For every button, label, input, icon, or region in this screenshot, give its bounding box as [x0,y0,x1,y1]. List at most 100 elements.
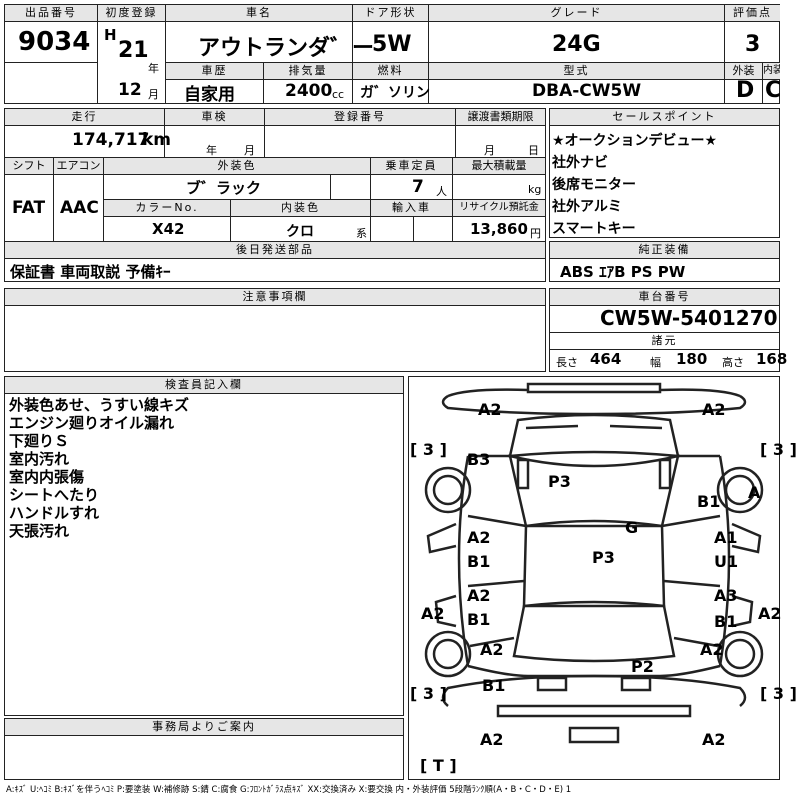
damage-mark: A1 [714,528,738,547]
score-label: 評価点 [725,5,780,22]
inspector-note: 室内内張傷 [9,468,85,486]
damage-mark: [ 3 ] [760,440,797,459]
inspection-year-unit: 年 [206,144,217,157]
max-load-unit: kg [528,183,542,196]
capacity-unit: 人 [436,185,447,198]
door-label: ドア形状 [353,5,428,22]
damage-mark: A2 [467,586,491,605]
damage-mark: B1 [697,492,721,511]
damage-mark: A2 [702,400,726,419]
exterior-color-label: 外装色 [104,158,370,175]
capacity: 7 [412,177,424,197]
sales-points-block [549,108,780,238]
recycle-unit: 円 [530,227,541,240]
damage-mark: A2 [700,640,724,659]
damage-mark: G [625,518,639,537]
damage-diagram [408,376,780,780]
registration-month: 12 [118,80,142,100]
mileage: 174,717 [72,130,150,150]
inspector-block [4,376,404,716]
damage-mark: B1 [714,612,738,631]
inspection-label: 車検 [165,109,264,126]
damage-mark: P2 [631,657,654,676]
legend: A:ｷｽﾞ U:ﾍｺﾐ B:ｷｽﾞを伴うﾍｺﾐ P:要塗装 W:補修跡 S:錆 … [6,785,572,795]
interior-color: クロ [286,224,314,240]
damage-mark: [ 3 ] [410,440,447,459]
inspector-note: 外装色あせ、うすい線キズ [9,396,190,414]
damage-mark: A2 [478,400,502,419]
recycle-fee: 13,860 [470,220,528,238]
damage-mark: [ T ] [420,756,457,775]
interior-color-label: 内装色 [231,200,370,217]
interior-grade-label: 内装 [763,63,780,80]
equipment: ABS ｴｱB PS PW [560,263,686,281]
year-unit: 年 [148,62,159,75]
fuel-label: 燃料 [353,63,428,80]
inspector-note: 下廻りＳ [9,432,70,450]
model-code: DBA-CW5W [532,81,642,101]
car-name-label: 車名 [166,5,352,22]
sales-point: 後席モニター [552,177,636,193]
sales-points-list: ★オークションデビュー★ 社外ナビ 後席モニター 社外アルミ スマートキー [552,130,717,240]
aircon: AAC [60,198,99,218]
mileage-unit: km [142,130,172,150]
later-parts-label: 後日発送部品 [5,242,545,259]
displacement-label: 排気量 [264,63,352,80]
equipment-label: 純正装備 [550,242,779,259]
caution-label: 注意事項欄 [5,289,545,306]
sales-points-label: セールスポイント [550,109,779,126]
equipment-block [549,241,780,282]
length-label: 長さ [556,356,578,369]
length: 464 [590,350,622,368]
damage-mark: [ 3 ] [410,684,447,703]
deadline-month-unit: 月 [484,144,495,157]
month-unit: 月 [148,88,159,101]
damage-mark: B1 [467,610,491,629]
damage-mark: P3 [548,472,571,491]
damage-mark: B3 [467,450,491,469]
chassis-number: CW5W-5401270 [600,306,778,330]
displacement: 2400 [285,81,333,101]
damage-mark: A2 [758,604,782,623]
registration-year: 21 [118,38,149,63]
exterior-grade: D [736,78,755,103]
damage-mark: A3 [714,586,738,605]
inspector-note: エンジン廻りオイル漏れ [9,414,175,432]
sales-point: 社外アルミ [552,199,622,215]
mileage-label: 走行 [5,109,164,126]
fuel: ガ゛ソリン [360,85,430,101]
damage-mark: [ 3 ] [760,684,797,703]
import-label: 輸入車 [371,200,452,217]
inspector-note: ハンドルすれ [9,504,100,522]
damage-mark: A2 [480,640,504,659]
inspector-note: シートへたり [9,486,100,504]
registration-number-label: 登録番号 [265,109,455,126]
aircon-label: エアコン [54,158,103,175]
damage-mark: A2 [467,528,491,547]
first-registration-label: 初度登録 [98,5,165,22]
shift: FAT [12,198,46,218]
width: 180 [676,350,708,368]
interior-grade: C [765,78,782,103]
exterior-color: ブ゛ラック [186,179,262,197]
damage-mark: A2 [480,730,504,749]
history: 自家用 [184,85,235,105]
inspector-label: 検査員記入欄 [5,377,403,394]
inspector-note: 室内汚れ [9,450,70,468]
car-outline [424,382,764,744]
height: 168 [756,350,788,368]
grade: 24G [552,32,601,57]
door-type: 5W [372,32,412,57]
exterior-grade-label: 外装 [725,63,762,80]
caution-block [4,288,546,372]
lot-number: 9034 [18,27,91,57]
shift-label: シフト [5,158,53,175]
sales-point: スマートキー [552,221,636,237]
chassis-label: 車台番号 [550,289,779,306]
height-label: 高さ [722,356,744,369]
lot-label: 出品番号 [5,5,97,22]
later-parts: 保証書 車両取説 予備ｷｰ [10,263,171,281]
displacement-unit: cc [332,88,345,101]
sales-point: 社外ナビ [552,155,608,171]
damage-mark: B1 [482,676,506,695]
